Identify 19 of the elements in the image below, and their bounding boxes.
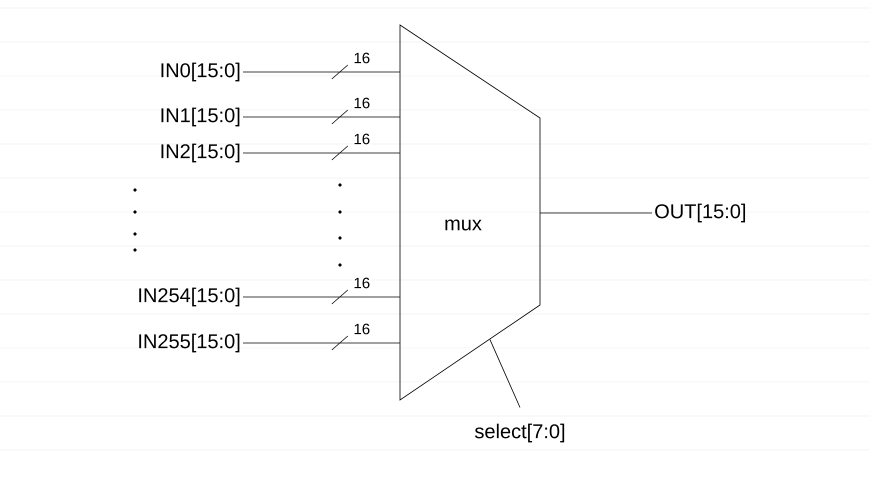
input-label: IN2[15:0] [162, 144, 240, 162]
bus-width-label: 16 [352, 322, 372, 336]
bus-line [242, 64, 400, 80]
input-label: IN1[15:0] [162, 108, 240, 126]
bus-width-label: 16 [352, 132, 372, 146]
bus-width-label: 16 [352, 276, 372, 290]
input-label: IN255[15:0] [139, 334, 240, 352]
output-line [540, 212, 652, 214]
input-label: IN0[15:0] [162, 62, 240, 82]
bus-line [242, 146, 400, 160]
bus-width-label: 16 [352, 96, 372, 110]
bus-line [242, 290, 400, 304]
bus-width-label: 16 [352, 52, 372, 64]
bus-line [242, 110, 400, 124]
select-label: select[7:0] [474, 424, 564, 442]
input-label: IN254[15:0] [139, 288, 240, 306]
output-label: OUT[15:0] [655, 204, 746, 222]
select-line [490, 339, 520, 408]
bus-line [242, 336, 400, 350]
